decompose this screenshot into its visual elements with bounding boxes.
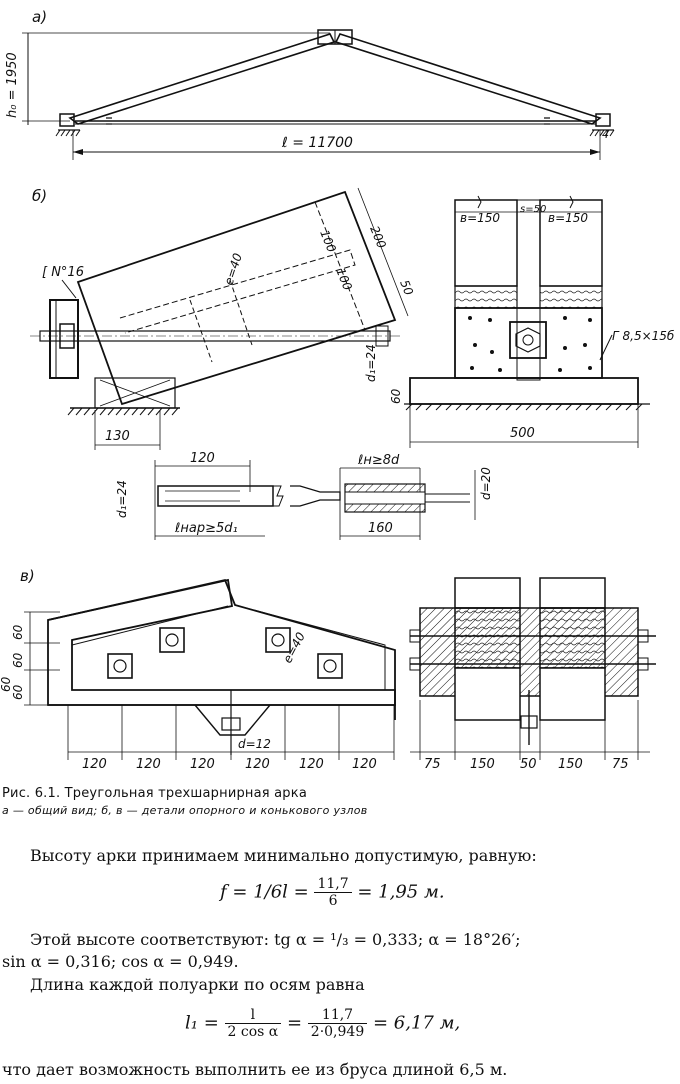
b150-right: в=150 [548,211,588,225]
paragraph-length: Длина каждой полуарки по осям равна [30,975,365,994]
fraction-height-den: 6 [328,893,338,909]
bdim-6: 120 [352,757,377,772]
bdim-3: 120 [190,757,215,772]
d12-label: d=12 [238,737,271,751]
rdim-5: 75 [612,757,629,772]
bdim-5: 120 [299,757,324,772]
height-dimension: h₀ = 1950 [5,52,20,118]
fraction-length-1-num: l [224,1007,282,1024]
fraction-length-2: 11,7 2·0,949 [307,1007,368,1040]
panel-v-letter: в) [20,567,35,585]
rod-dim-120: 120 [190,451,215,466]
dim-100b: 100 [333,266,355,293]
paragraph-height: Высоту арки принимаем минимально допусти… [30,846,537,865]
paragraph-angles-1: Этой высоте соответствуют: tg α = ¹/₃ = … [30,930,521,949]
dim-200: 200 [367,224,389,251]
vdim-2: 60 [11,652,25,668]
bdim-1: 120 [82,757,107,772]
formula-height-lhs: f = 1/6l = [220,881,309,903]
fraction-length-1-den: 2 cos α [227,1024,279,1040]
caption-legend: а — общий вид; б, в — детали опорного и … [2,804,368,817]
formula-length-rhs: = 6,17 м, [372,1012,461,1034]
formula-height: f = 1/6l = 11,7 6 = 1,95 м. [220,876,445,909]
dim-100a: 100 [317,228,339,255]
fraction-height-num: 11,7 [314,876,352,893]
dim-50: 50 [397,278,416,298]
rod-d20: d=20 [479,467,493,500]
b150-left: в=150 [460,211,500,225]
fraction-height: 11,7 6 [314,876,352,909]
formula-length-lhs: l₁ = [185,1012,219,1034]
fraction-length-1: l 2 cos α [224,1007,282,1040]
vdim-1: 60 [11,624,25,640]
panel-b-support-detail: б) 100 100 200 50 e=40 [ N°16 130 d₁=2 [30,187,675,540]
e-label-v: e=40 [280,630,308,666]
technical-drawing: а) h₀ = 1950 4 ℓ = 11700 б) [0,8,675,772]
bdim-4: 120 [245,757,270,772]
rdim-3: 50 [520,757,537,772]
channel-label: [ N°16 [42,265,84,280]
paragraph-conclusion: что дает возможность выполнить ее из бру… [2,1060,508,1079]
nail-marks [468,316,592,372]
fraction-length-2-num: 11,7 [307,1007,368,1024]
rod-160: 160 [368,521,393,536]
rod-d1: d₁=24 [115,480,129,518]
d1-label-b: d₁=24 [364,344,378,382]
panel-v-ridge-detail: в) d=12 e=40 60 60 60 [0,567,656,772]
vdim-4: 60 [11,684,25,700]
formula-length-eq: = [286,1012,303,1034]
rdim-2: 150 [470,757,495,772]
dim-130: 130 [105,429,130,444]
rod-lnar: ℓнар≥5d₁ [174,521,238,536]
fraction-length-2-den: 2·0,949 [310,1024,365,1040]
formula-height-rhs: = 1,95 м. [357,881,445,903]
s50-label: s=50 [520,204,546,215]
caption-title: Рис. 6.1. Треугольная трехшарнирная арка [2,786,307,801]
span-dimension: ℓ = 11700 [281,135,353,151]
rdim-1: 75 [424,757,441,772]
bdim-2: 120 [136,757,161,772]
rod-lh: ℓн≥8d [357,453,400,468]
panel-a-overview: а) h₀ = 1950 4 ℓ = 11700 [5,8,615,160]
panel-a-letter: а) [32,8,47,26]
vdim-3: 60 [0,676,13,692]
nail-spec: Г 8,5×15б [612,329,675,343]
formula-length: l₁ = l 2 cos α = 11,7 2·0,949 = 6,17 м, [185,1007,460,1040]
svg-text:4: 4 [602,128,609,141]
panel-b-letter: б) [32,187,47,205]
rdim-4: 150 [558,757,583,772]
figure-caption: Рис. 6.1. Треугольная трехшарнирная арка… [2,786,678,817]
dim-500: 500 [510,426,535,441]
ridge-bolts [107,627,343,679]
paragraph-angles-2: sin α = 0,316; cos α = 0,949. [2,952,239,971]
dim-60: 60 [389,388,403,404]
